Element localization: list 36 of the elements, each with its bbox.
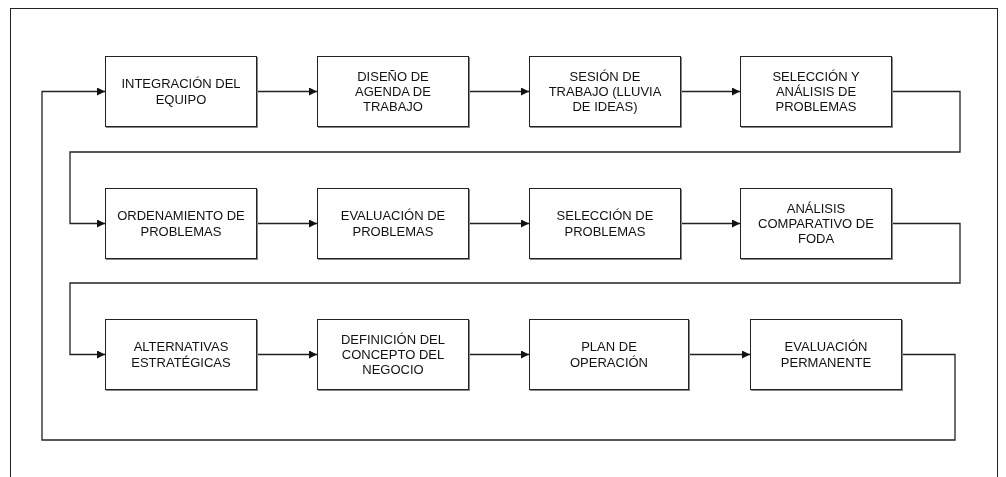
arrow [468,87,530,96]
process-box [105,188,257,259]
process-box [750,319,902,390]
arrow [680,219,741,228]
process-box [317,319,469,390]
box-label: ORDENAMIENTO DE PROBLEMAS [116,208,246,239]
box-label: DISEÑO DE AGENDA DE TRABAJO [354,68,432,115]
box-label: ANÁLISIS COMPARATIVO DE FODA [757,200,875,247]
box-label: PLAN DE OPERACIÓN [569,339,649,370]
arrow [69,222,961,359]
arrow [256,219,318,228]
box-label: INTEGRACIÓN DEL EQUIPO [120,76,242,107]
arrow [468,350,530,359]
process-box [529,188,681,259]
box-label: SELECCIÓN DE PROBLEMAS [555,208,655,239]
process-box [740,188,892,259]
process-box [740,56,892,127]
arrow [468,219,530,228]
process-box [105,319,257,390]
arrow [688,350,751,359]
box-label: EVALUACIÓN PERMANENTE [779,339,873,370]
process-box [529,319,689,390]
box-label: DEFINICIÓN DEL CONCEPTO DEL NEGOCIO [340,331,446,378]
arrow [256,87,318,96]
process-box [529,56,681,127]
process-box [317,188,469,259]
arrow [69,90,961,228]
box-label: ALTERNATIVAS ESTRATÉGICAS [130,339,232,370]
process-box [317,56,469,127]
arrow [41,87,956,441]
process-box [105,56,257,127]
box-label: SESIÓN DE TRABAJO (LLUVIA DE IDEAS) [547,68,663,115]
box-label: EVALUACIÓN DE PROBLEMAS [339,208,447,239]
arrow [256,350,318,359]
box-label: SELECCIÓN Y ANÁLISIS DE PROBLEMAS [771,68,861,115]
arrow [680,87,741,96]
